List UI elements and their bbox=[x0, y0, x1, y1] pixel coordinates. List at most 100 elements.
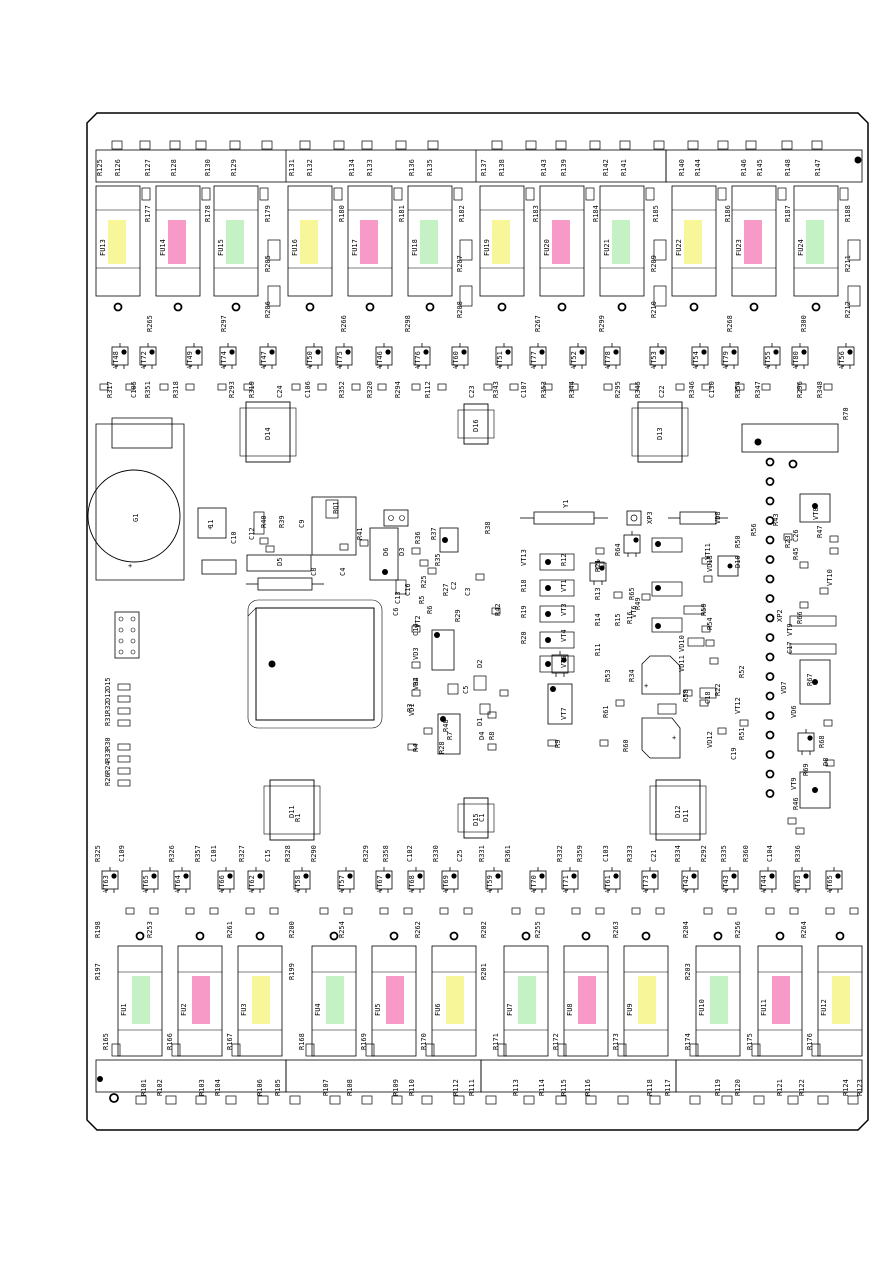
label-vt72: VT72 bbox=[140, 351, 148, 368]
ic-d16: D16 bbox=[457, 403, 495, 445]
fuse-fu12: FU12 bbox=[817, 931, 863, 1057]
silk-label: R128 bbox=[170, 159, 178, 176]
label-vt58: VT58 bbox=[294, 875, 302, 892]
fuse-fu16: FU16 bbox=[287, 185, 333, 312]
silk-label: R133 bbox=[366, 159, 374, 176]
silk-label: C101 bbox=[210, 845, 218, 862]
silk-label: R325 bbox=[94, 845, 102, 862]
silk-label: R299 bbox=[598, 315, 606, 332]
silk-label: R117 bbox=[664, 1079, 672, 1096]
silk-label: D8 bbox=[822, 758, 830, 766]
silk-label: R180 bbox=[338, 205, 346, 222]
dual-capacitor bbox=[383, 509, 409, 527]
label-fu2: FU2 bbox=[180, 1003, 188, 1016]
silk-label: R319 bbox=[248, 381, 256, 398]
fuse-fu7: FU7 bbox=[503, 931, 549, 1057]
silk-label: R66 bbox=[796, 611, 804, 624]
silk-label: R31 bbox=[104, 713, 112, 726]
silk-label: R38 bbox=[484, 521, 492, 534]
silk-label: R320 bbox=[366, 381, 374, 398]
transistor-sot23 bbox=[837, 343, 855, 369]
silk-label: R210 bbox=[650, 301, 658, 318]
silk-label: C102 bbox=[406, 845, 414, 862]
silk-label: R115 bbox=[560, 1079, 568, 1096]
silk-label: VD1 bbox=[408, 703, 416, 716]
label-d15: D15 bbox=[472, 813, 480, 826]
silk-label: R64 bbox=[614, 543, 622, 556]
silk-label: R22 bbox=[714, 683, 722, 696]
silk-label: R327 bbox=[238, 845, 246, 862]
d4-chip bbox=[437, 713, 461, 755]
silk-label: R167 bbox=[226, 1033, 234, 1050]
silk-label: R27 bbox=[442, 583, 450, 596]
silk-label: C105 bbox=[130, 381, 138, 398]
silk-label: 11 bbox=[207, 520, 215, 528]
silk-label: R267 bbox=[534, 315, 542, 332]
silk-label: R139 bbox=[560, 159, 568, 176]
label-vt55: VT55 bbox=[764, 351, 772, 368]
silk-label: R104 bbox=[214, 1079, 222, 1096]
transistor-sot23 bbox=[825, 867, 843, 893]
silk-label: R165 bbox=[102, 1033, 110, 1050]
fuse-fu23: FU23 bbox=[731, 185, 777, 312]
label-fu16: FU16 bbox=[291, 239, 299, 256]
silk-label: R130 bbox=[204, 159, 212, 176]
silk-label: R268 bbox=[726, 315, 734, 332]
silk-label: VD11 bbox=[678, 655, 686, 672]
silk-label: C23 bbox=[468, 385, 476, 398]
silk-label: C106 bbox=[304, 381, 312, 398]
vd8-diode bbox=[668, 511, 728, 525]
d9-chip bbox=[741, 423, 839, 453]
silk-label: R136 bbox=[408, 159, 416, 176]
label-d13: D13 bbox=[656, 427, 664, 440]
silk-label: R41 bbox=[356, 527, 364, 540]
label-fu7: FU7 bbox=[506, 1003, 514, 1016]
silk-label: R65 bbox=[628, 587, 636, 600]
silk-label: VT1 bbox=[560, 579, 568, 592]
silk-label: R69 bbox=[802, 763, 810, 776]
silk-label: R181 bbox=[398, 205, 406, 222]
transistor-sot23 bbox=[485, 867, 503, 893]
silk-label: BQ1 bbox=[332, 501, 340, 514]
label-vt54: VT54 bbox=[692, 351, 700, 368]
transistor-sot23 bbox=[219, 343, 237, 369]
transistor-sot23 bbox=[337, 867, 355, 893]
silk-label: C10 bbox=[230, 531, 238, 544]
silk-label: R116 bbox=[584, 1079, 592, 1096]
silk-label: C12 bbox=[248, 527, 256, 540]
label-vt53: VT53 bbox=[650, 351, 658, 368]
silk-label: R359 bbox=[576, 845, 584, 862]
d6-chip bbox=[369, 527, 399, 581]
silk-label: R141 bbox=[620, 159, 628, 176]
silk-label: R146 bbox=[740, 159, 748, 176]
silk-label: D3 bbox=[398, 548, 406, 556]
label-vt80: VT80 bbox=[792, 351, 800, 368]
silk-label: R262 bbox=[414, 921, 422, 938]
transistor-sot23 bbox=[247, 867, 265, 893]
silk-label: R122 bbox=[798, 1079, 806, 1096]
silk-label: R171 bbox=[492, 1033, 500, 1050]
silk-label: R56 bbox=[750, 523, 758, 536]
silk-label: XP3 bbox=[646, 511, 654, 524]
silk-label: XP2 bbox=[776, 609, 784, 622]
silk-label: VT6 bbox=[630, 605, 638, 618]
fuse-fu2: FU2 bbox=[177, 931, 223, 1057]
silk-label: R107 bbox=[322, 1079, 330, 1096]
label-fu11: FU11 bbox=[760, 999, 768, 1016]
silk-label: R140 bbox=[678, 159, 686, 176]
silk-label: R207 bbox=[456, 255, 464, 272]
silk-label: R254 bbox=[338, 921, 346, 938]
silk-label: VD4 bbox=[412, 677, 420, 690]
silk-label: R253 bbox=[146, 921, 154, 938]
transistor-sot23 bbox=[763, 343, 781, 369]
label-vt61: VT61 bbox=[604, 875, 612, 892]
label-fu1: FU1 bbox=[120, 1003, 128, 1016]
silk-label: C18 bbox=[704, 691, 712, 704]
silk-label: R112 bbox=[424, 381, 432, 398]
label-fu24: FU24 bbox=[797, 239, 805, 256]
silk-label: R295 bbox=[614, 381, 622, 398]
fuse-fu17: FU17 bbox=[347, 185, 393, 312]
silk-label: R211 bbox=[844, 255, 852, 272]
